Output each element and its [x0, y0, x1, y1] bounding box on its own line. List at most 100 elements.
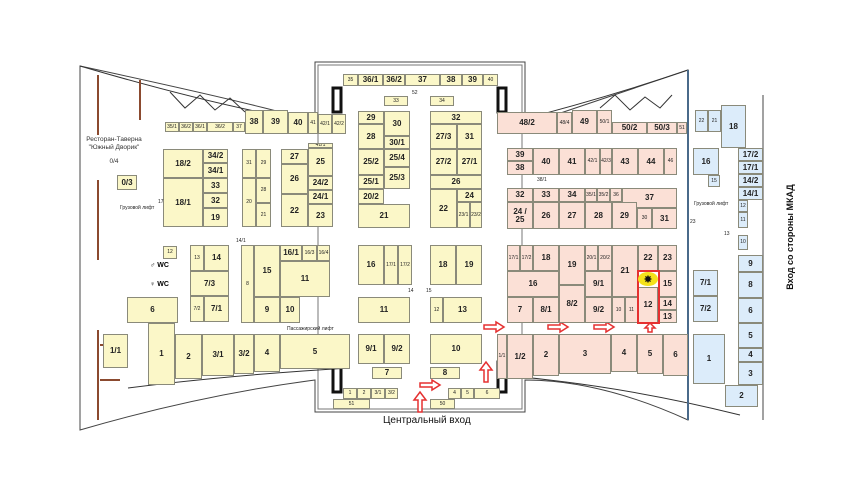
shop-unit-yellow[interactable]: 40: [483, 74, 498, 86]
shop-unit-yellow[interactable]: 42/1: [318, 114, 332, 134]
shop-unit-pink[interactable]: 8/2: [559, 285, 585, 323]
shop-unit-blue[interactable]: 16: [693, 148, 719, 175]
shop-unit-pink[interactable]: 32: [507, 188, 533, 202]
shop-unit-pink[interactable]: 26: [533, 202, 559, 229]
shop-unit-yellow[interactable]: 27/1: [457, 149, 482, 175]
shop-unit-pink[interactable]: 44: [638, 148, 664, 175]
shop-unit-yellow[interactable]: 4: [448, 388, 461, 399]
shop-unit-yellow[interactable]: 5: [461, 388, 474, 399]
shop-unit-pink[interactable]: 9/2: [585, 297, 612, 323]
shop-unit-yellow[interactable]: 12: [430, 297, 443, 323]
shop-unit-pink[interactable]: 36: [610, 188, 622, 202]
shop-unit-yellow[interactable]: 19: [456, 245, 482, 285]
wc-men[interactable]: ♂WC: [150, 262, 169, 269]
shop-unit-blue[interactable]: 17/2: [738, 148, 763, 161]
shop-unit-yellow[interactable]: 38: [440, 74, 462, 86]
shop-unit-pink[interactable]: 4: [611, 334, 637, 372]
shop-unit-yellow[interactable]: 32: [203, 193, 228, 208]
shop-unit-yellow[interactable]: 16/3: [302, 245, 317, 261]
shop-unit-yellow[interactable]: 16: [358, 245, 384, 285]
shop-unit-yellow[interactable]: 23/2: [470, 202, 482, 228]
shop-unit-yellow[interactable]: 9/1: [358, 334, 384, 364]
shop-unit-yellow[interactable]: 35: [343, 74, 358, 86]
shop-unit-pink[interactable]: 46: [664, 148, 677, 175]
shop-unit-pink[interactable]: 1/1: [497, 334, 507, 379]
shop-unit-pink[interactable]: 34: [559, 188, 585, 202]
shop-unit-pink[interactable]: 38: [507, 161, 533, 175]
shop-unit-yellow[interactable]: 10: [280, 297, 300, 323]
shop-unit-yellow[interactable]: 5: [280, 334, 350, 369]
shop-unit-yellow[interactable]: 2: [357, 388, 371, 399]
restaurant-label[interactable]: Ресторан-Таверна "Южный Дворик" 0/4: [82, 136, 146, 166]
shop-unit-pink[interactable]: 31: [652, 208, 677, 229]
mkad-entrance-label[interactable]: Вход со стороны МКАД: [785, 184, 795, 290]
shop-unit-yellow[interactable]: 3/1: [202, 334, 234, 376]
shop-unit-yellow[interactable]: 30/1: [384, 136, 410, 149]
shop-unit-pink[interactable]: 48/4: [557, 112, 572, 134]
shop-unit-yellow[interactable]: 21: [358, 204, 410, 228]
shop-unit-blue[interactable]: 17/1: [738, 161, 763, 174]
shop-unit-yellow[interactable]: 11: [358, 297, 410, 323]
shop-unit-yellow[interactable]: 32: [430, 111, 482, 124]
shop-unit-yellow[interactable]: 7/3: [190, 271, 229, 296]
shop-unit-pink[interactable]: 43: [612, 148, 638, 175]
shop-unit-yellow[interactable]: 23/1: [457, 202, 470, 228]
shop-unit-blue[interactable]: 18: [721, 105, 746, 148]
shop-unit-yellow[interactable]: 14: [204, 245, 229, 271]
shop-unit-yellow[interactable]: 10: [430, 334, 482, 364]
shop-unit-yellow[interactable]: 13: [190, 245, 204, 271]
shop-unit-blue[interactable]: 12: [738, 200, 748, 212]
shop-unit-yellow[interactable]: 29: [256, 149, 271, 178]
shop-unit-yellow[interactable]: 30: [384, 111, 410, 136]
shop-unit-yellow[interactable]: 28: [358, 124, 384, 149]
shop-unit-yellow[interactable]: 34/2: [203, 149, 228, 163]
shop-unit-yellow[interactable]: 41/1: [308, 143, 333, 148]
shop-unit-yellow[interactable]: 17/1: [384, 245, 398, 285]
shop-unit-pink[interactable]: 21: [612, 245, 638, 297]
shop-unit-blue[interactable]: 7/1: [693, 270, 718, 296]
shop-unit-yellow[interactable]: 37: [405, 74, 440, 86]
shop-unit-yellow[interactable]: 7/2: [190, 296, 204, 322]
shop-unit-yellow[interactable]: 23: [308, 204, 333, 227]
shop-unit-yellow[interactable]: 6: [127, 297, 178, 323]
shop-unit-pink[interactable]: 49: [572, 110, 597, 134]
shop-unit-yellow[interactable]: 25/3: [384, 167, 410, 189]
shop-unit-yellow[interactable]: 16/4: [317, 245, 330, 261]
shop-unit-yellow[interactable]: 9/2: [384, 334, 410, 364]
shop-unit-blue[interactable]: 6: [738, 298, 763, 323]
shop-unit-pink[interactable]: 42/1: [585, 148, 600, 175]
shop-unit-yellow[interactable]: 9: [254, 297, 280, 323]
shop-unit-blue[interactable]: 15: [708, 175, 720, 187]
shop-unit-pink[interactable]: 48/2: [497, 112, 557, 134]
shop-unit-pink[interactable]: 20/1: [585, 245, 598, 271]
shop-unit-yellow[interactable]: 7/1: [204, 296, 229, 322]
shop-unit-pink[interactable]: 33: [533, 188, 559, 202]
shop-unit-pink[interactable]: 42/3: [600, 148, 612, 175]
shop-unit-yellow[interactable]: 50: [430, 399, 455, 409]
shop-unit-yellow[interactable]: 40: [288, 112, 308, 134]
shop-unit-yellow[interactable]: 25: [308, 148, 333, 176]
shop-unit-yellow[interactable]: 1/1: [103, 334, 128, 368]
shop-unit-yellow[interactable]: 20: [242, 178, 256, 227]
shop-unit-pink[interactable]: 39: [507, 148, 533, 161]
shop-unit-blue[interactable]: 14/2: [738, 174, 763, 187]
shop-unit-yellow[interactable]: 31: [457, 124, 482, 149]
shop-unit-pink[interactable]: 5: [637, 334, 663, 374]
shop-unit-yellow[interactable]: 39: [263, 110, 288, 134]
shop-unit-pink[interactable]: 13: [658, 310, 677, 323]
shop-unit-yellow[interactable]: 3/1: [371, 388, 385, 399]
shop-unit-pink[interactable]: 50/1: [597, 110, 612, 134]
shop-unit-pink[interactable]: 27: [559, 202, 585, 229]
shop-unit-blue[interactable]: 14/1: [738, 187, 763, 200]
shop-unit-yellow[interactable]: 11: [280, 261, 330, 297]
shop-unit-blue[interactable]: 5: [738, 323, 763, 348]
shop-unit-pink[interactable]: 6: [663, 334, 688, 376]
shop-unit-yellow[interactable]: 39: [462, 74, 483, 86]
shop-unit-blue[interactable]: 21: [708, 110, 721, 132]
shop-unit-yellow[interactable]: 34/1: [203, 163, 228, 178]
shop-unit-pink[interactable]: 3: [559, 334, 611, 374]
shop-unit-yellow[interactable]: 18/1: [163, 178, 203, 227]
shop-unit-yellow[interactable]: 24/1: [308, 190, 333, 204]
shop-unit-pink[interactable]: 18: [533, 245, 559, 271]
shop-unit-pink[interactable]: 50/3: [647, 122, 677, 134]
